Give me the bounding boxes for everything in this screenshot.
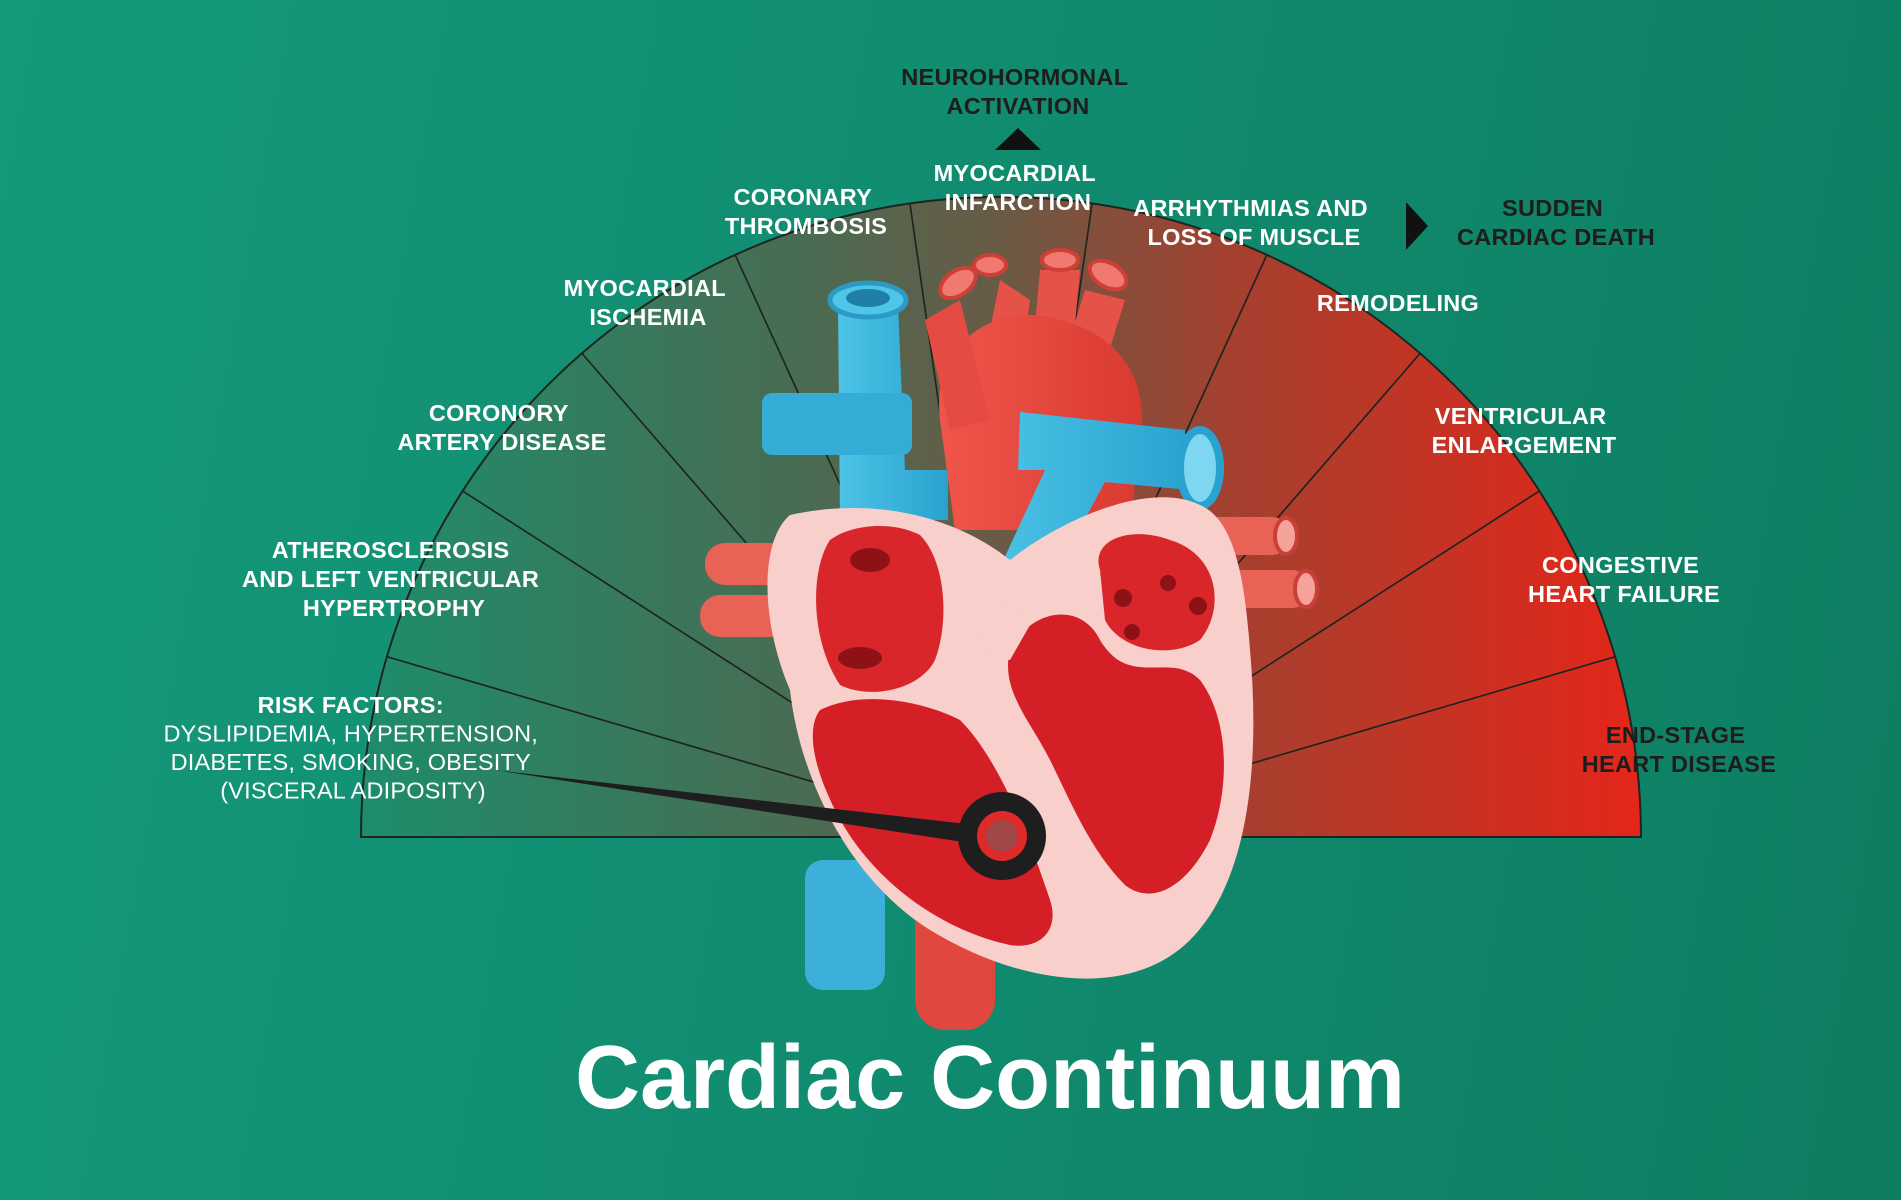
heart-illustration — [700, 248, 1319, 1030]
gauge-segment — [1000, 352, 1541, 838]
label-risk-factors: RISK FACTORS: DYSLIPIDEMIA, HYPERTENSION… — [164, 692, 543, 804]
label-coronary-thrombosis: CORONARY THROMBOSIS — [725, 184, 887, 239]
label-neurohormonal-activation: NEUROHORMONAL ACTIVATION — [901, 64, 1135, 119]
gauge-segment — [360, 655, 1002, 838]
triangle-up-icon — [995, 128, 1041, 150]
label-coronory-artery-disease: CORONORY ARTERY DISEASE — [397, 400, 606, 455]
gauge-segment — [385, 489, 1002, 838]
label-end-stage-heart-disease: END-STAGE HEART DISEASE — [1582, 722, 1777, 777]
inferior-vena-cava — [805, 860, 885, 990]
label-atherosclerosis: ATHEROSCLEROSIS AND LEFT VENTRICULAR HYP… — [242, 537, 546, 621]
label-myocardial-infarction: MYOCARDIAL INFARCTION — [934, 160, 1103, 215]
triangle-right-icon — [1406, 202, 1428, 250]
gauge-needle-icon — [494, 770, 1046, 880]
segment-labels: RISK FACTORS: DYSLIPIDEMIA, HYPERTENSION… — [164, 160, 1777, 804]
left-ventricle — [1008, 614, 1224, 894]
gauge-segment — [580, 253, 1002, 838]
page-title: Cardiac Continuum — [575, 1028, 1405, 1128]
label-myocardial-ischemia: MYOCARDIAL ISCHEMIA — [564, 275, 733, 330]
label-sudden-cardiac-death: SUDDEN CARDIAC DEATH — [1457, 195, 1655, 250]
gauge-segment — [1000, 202, 1268, 838]
gauge-segment — [734, 202, 1002, 838]
left-atrium — [1098, 534, 1215, 651]
branch-sudden-cardiac-death: SUDDEN CARDIAC DEATH — [1406, 195, 1655, 250]
label-ventricular-enlargement: VENTRICULAR ENLARGEMENT — [1432, 403, 1617, 458]
gauge-segment — [1000, 489, 1617, 838]
gauge-segment — [1000, 655, 1642, 838]
gauge-segment — [461, 352, 1002, 838]
label-arrhythmias: ARRHYTHMIAS AND LOSS OF MUSCLE — [1133, 195, 1375, 250]
branch-neurohormonal: NEUROHORMONAL ACTIVATION — [901, 64, 1135, 150]
label-congestive-heart-failure: CONGESTIVE HEART FAILURE — [1528, 552, 1720, 607]
gauge-segment — [1000, 253, 1422, 838]
gauge-segment — [909, 196, 1093, 838]
label-remodeling: REMODELING — [1317, 290, 1479, 316]
